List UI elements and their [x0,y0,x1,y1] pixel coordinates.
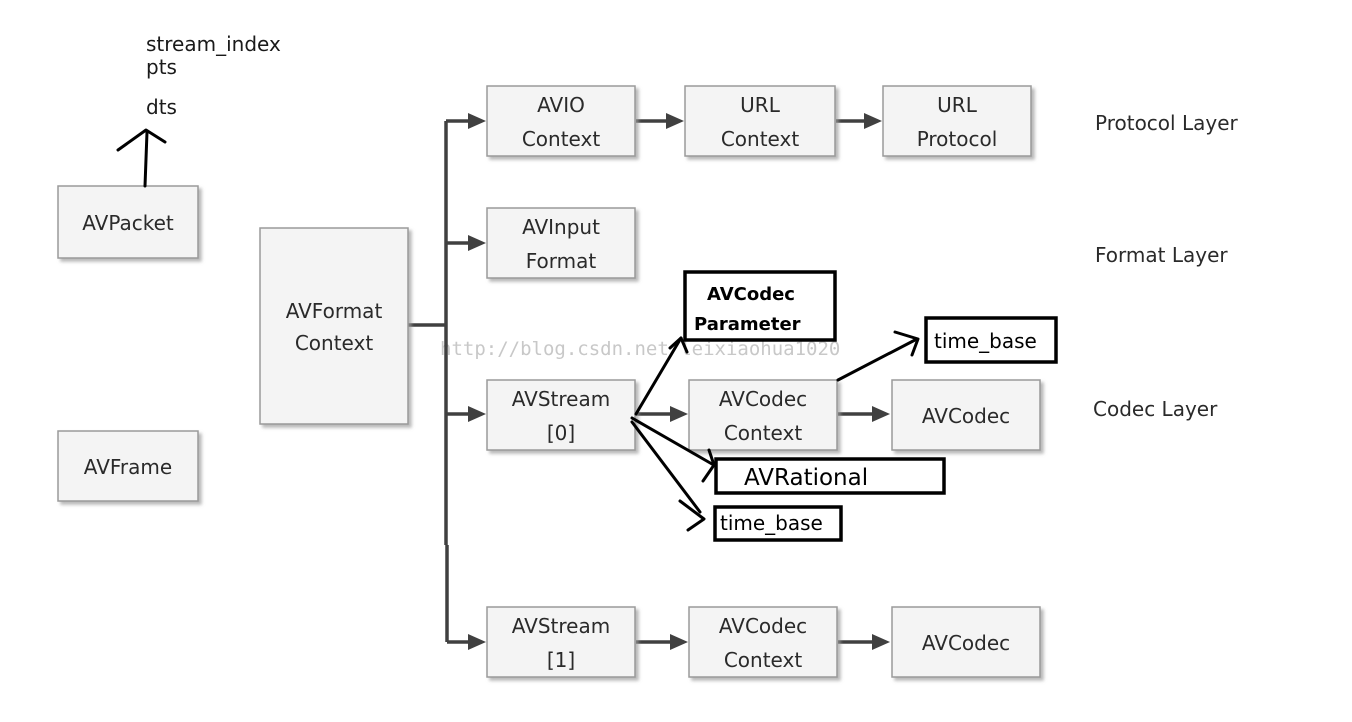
hand-arrow-codecctx-to-timebase-shaft [836,338,917,382]
hand-arrow-stream-to-timebase-head [678,499,706,532]
watermark-text: http://blog.csdn.net/leixiaohua1020 [440,338,840,360]
node-avcodec-1-box [891,606,1041,678]
node-avinput-format[interactable]: AVInput Format [486,207,636,279]
node-avio-context[interactable]: AVIO Context [486,85,636,157]
node-avinput-format-line1: AVInput [522,215,600,239]
node-avio-context-box [486,85,636,157]
node-avcodec-context-1[interactable]: AVCodec Context [688,606,838,678]
annot-codec-parameter[interactable]: AVCodec Parameter [683,270,837,342]
node-avframe[interactable]: AVFrame [57,430,199,502]
arrowhead-codecctx1 [670,634,688,650]
arrowhead-urlcontext [666,113,684,129]
node-avstream-1-line2: [1] [547,648,575,672]
node-avstream-1[interactable]: AVStream [1] [486,606,636,678]
node-avstream-0-line2: [0] [547,421,575,445]
node-avpacket[interactable]: AVPacket [57,185,199,259]
layer-label-codec: Codec Layer [1093,397,1218,421]
node-avio-context-line1: AVIO [537,93,585,117]
node-url-protocol-line2: Protocol [917,127,998,151]
node-avinput-format-line2: Format [526,249,597,273]
layer-label-format: Format Layer [1095,243,1228,267]
node-avcodec-0[interactable]: AVCodec [891,379,1041,451]
hand-arrow-packet-fields-head [116,128,167,152]
node-avcodec-1-label: AVCodec [922,631,1010,655]
annot-codec-parameter-box [683,270,837,342]
node-avstream-1-line1: AVStream [512,614,610,638]
node-avcodec-context-0-box [688,379,838,451]
node-avcodec-context-0-line1: AVCodec [719,387,807,411]
packet-field-stream-index: stream_index [146,32,281,56]
hand-arrow-stream-to-param-head [668,336,689,354]
arrowhead-urlprotocol [864,113,882,129]
annot-avrational-box [714,457,946,495]
node-url-context[interactable]: URL Context [684,85,836,157]
hand-arrow-stream-to-avrational-shaft [630,416,714,466]
node-avcodec-0-label: AVCodec [922,404,1010,428]
annot-avrational[interactable]: AVRational [714,457,946,495]
hand-arrow-codecctx-to-timebase-head [893,330,920,357]
node-avio-context-line2: Context [522,127,601,151]
hand-arrow-packet-fields-shaft [143,130,149,188]
hand-arrow-stream-to-timebase-shaft [630,420,702,514]
node-avcodec-0-box [891,379,1041,451]
annot-time-base-codec-context-label: time_base [934,329,1037,353]
node-avcodec-context-0-line2: Context [724,421,803,445]
node-url-protocol[interactable]: URL Protocol [882,85,1032,157]
node-avpacket-box [57,185,199,259]
node-avformat-context-box [259,227,409,425]
node-avstream-1-box [486,606,636,678]
arrowhead-codecctx0 [670,406,688,422]
arrowhead-codec0 [872,406,890,422]
node-avcodec-context-1-box [688,606,838,678]
annot-time-base-stream-box [713,505,843,542]
node-url-context-line1: URL [740,93,781,117]
arrowhead-avstream0 [468,406,486,422]
hand-arrows [116,128,920,532]
node-url-context-box [684,85,836,157]
node-avframe-box [57,430,199,502]
annot-time-base-stream-label: time_base [720,511,823,535]
node-avcodec-context-0[interactable]: AVCodec Context [688,379,838,451]
arrowhead-avio [468,113,486,129]
arrowhead-codec1 [872,634,890,650]
node-avcodec-1[interactable]: AVCodec [891,606,1041,678]
node-avcodec-context-1-line2: Context [724,648,803,672]
hand-arrow-stream-to-avrational-head [701,448,716,483]
arrowhead-avstream1 [468,634,486,650]
annot-avrational-label: AVRational [744,465,868,491]
annot-codec-parameter-line2: Parameter [694,314,801,335]
node-avinput-format-box [486,207,636,279]
node-avformat-context[interactable]: AVFormat Context [259,227,409,425]
node-url-protocol-box [882,85,1032,157]
hand-arrow-stream-to-param-shaft [634,336,683,416]
packet-fields: stream_index pts dts [146,32,281,119]
layer-label-protocol: Protocol Layer [1095,111,1238,135]
node-avstream-0[interactable]: AVStream [0] [486,379,636,451]
packet-field-dts: dts [146,95,177,119]
node-avpacket-label: AVPacket [82,211,174,235]
node-avformat-context-line2: Context [295,331,374,355]
annot-time-base-codec-context-box [924,316,1058,364]
arrowhead-avinput [468,235,486,251]
annot-codec-parameter-line1: AVCodec [707,284,795,305]
node-url-protocol-line1: URL [937,93,978,117]
connectors [408,113,890,650]
annot-time-base-codec-context[interactable]: time_base [924,316,1058,364]
node-avformat-context-line1: AVFormat [286,299,383,323]
node-avstream-0-box [486,379,636,451]
node-avframe-label: AVFrame [84,455,172,479]
packet-field-pts: pts [146,55,177,79]
node-url-context-line2: Context [721,127,800,151]
node-avcodec-context-1-line1: AVCodec [719,614,807,638]
annot-time-base-stream[interactable]: time_base [713,505,843,542]
node-avstream-0-line1: AVStream [512,387,610,411]
